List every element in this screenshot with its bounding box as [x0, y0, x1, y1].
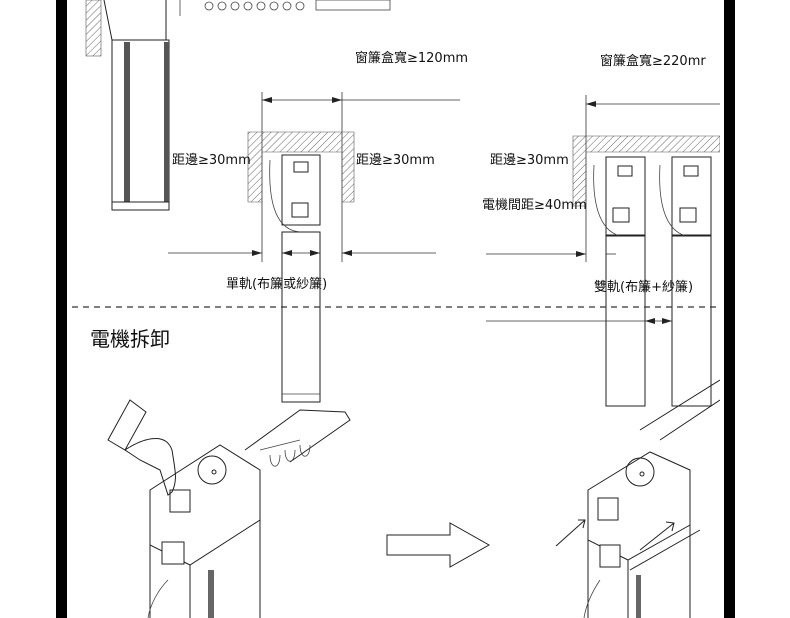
double-rail-caption: 雙軌(布簾+紗簾): [594, 279, 693, 295]
double-rail-diagram: [486, 95, 720, 407]
left-border: [56, 0, 67, 618]
motor-removal-after-illustration: [555, 379, 720, 618]
motor-removal-before-illustration: [107, 399, 351, 618]
single-box-width-label: 窗簾盒寬≥120mm: [355, 50, 468, 66]
double-edge-left-label: 距邊≥30mm: [490, 153, 569, 168]
right-border: [724, 0, 735, 618]
single-edge-right-label: 距邊≥30mm: [356, 153, 435, 168]
top-motor-illustration: [85, 0, 391, 211]
single-rail-diagram: [168, 92, 460, 403]
right-arrow-icon: [386, 522, 491, 568]
removal-title: 電機拆卸: [90, 327, 170, 351]
single-rail-caption: 單軌(布簾或紗簾): [226, 276, 327, 292]
single-edge-left-label: 距邊≥30mm: [172, 153, 251, 168]
motor-spacing-label: 電機間距≥40mm: [482, 198, 587, 213]
double-box-width-label: 窗簾盒寬≥220mr: [600, 53, 706, 69]
